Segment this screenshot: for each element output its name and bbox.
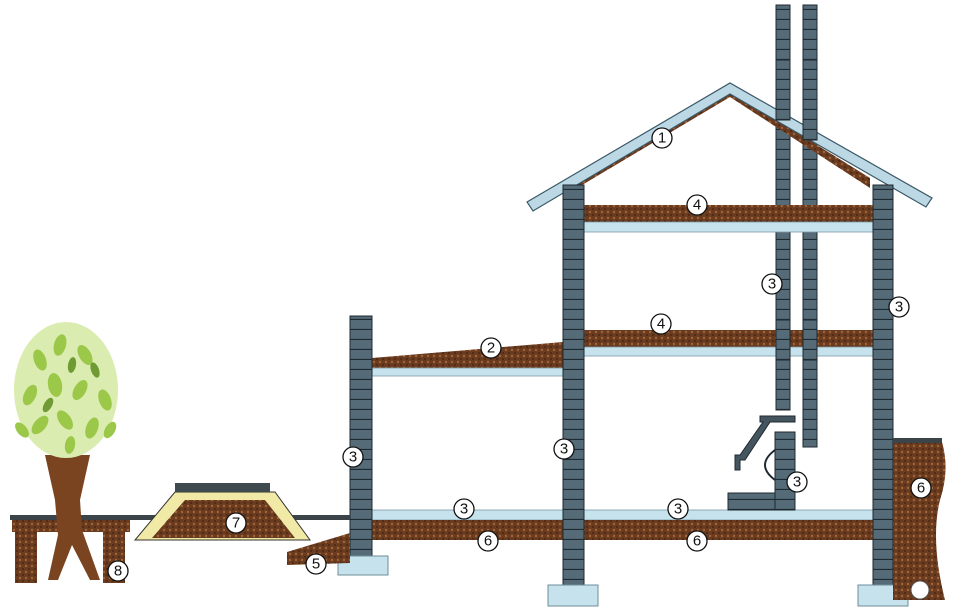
attic-floor-insulation [584,205,873,222]
svg-text:6: 6 [484,533,492,550]
svg-text:3: 3 [460,501,468,518]
label-attic-floor: 4 [686,194,708,216]
label-stairs: 3 [786,471,808,493]
foundation-left [337,555,389,576]
label-second-floor: 4 [650,313,672,335]
svg-text:3: 3 [895,299,903,316]
label-tree-bed: 8 [107,560,129,582]
second-floor-insulation [584,330,873,347]
annex-ceiling [371,367,564,377]
middle-wall [562,184,585,586]
svg-text:3: 3 [793,474,801,491]
label-chimney: 3 [761,273,783,295]
annex-roof-insulation [372,342,563,368]
svg-text:6: 6 [693,533,701,550]
label-annex-wall: 3 [342,446,364,468]
ground-floor [371,509,874,521]
label-path: 7 [225,512,247,534]
foundation-middle [547,584,599,607]
svg-text:4: 4 [693,197,701,214]
svg-text:1: 1 [658,130,666,147]
svg-text:2: 2 [487,340,495,357]
svg-text:3: 3 [349,449,357,466]
svg-text:5: 5 [312,556,320,573]
annex-wall [349,315,373,557]
label-right-wall: 3 [888,296,910,318]
label-annex-roof: 2 [480,337,502,359]
tree [14,322,118,580]
label-right-backfill: 6 [910,477,932,499]
blind-area [287,533,350,565]
label-under-floor-left: 6 [477,530,499,552]
second-floor-ceiling [583,346,874,357]
svg-text:3: 3 [674,501,682,518]
label-roof: 1 [651,127,673,149]
label-blind-area: 5 [305,553,327,575]
svg-text:8: 8 [114,563,122,580]
label-middle-wall: 3 [553,438,575,460]
svg-text:7: 7 [232,515,240,532]
roof [526,82,933,212]
drain-pipe [910,580,930,600]
right-backfill [893,442,946,600]
svg-text:6: 6 [917,480,925,497]
garden-path [133,483,311,541]
attic-ceiling [583,221,874,233]
svg-text:4: 4 [657,316,665,333]
under-floor-fill [372,520,873,540]
label-floor-right: 3 [667,498,689,520]
label-floor-left: 3 [453,498,475,520]
label-under-floor-right: 6 [686,530,708,552]
staircase [727,415,796,511]
right-wall [872,184,894,586]
svg-text:3: 3 [560,441,568,458]
svg-text:3: 3 [768,276,776,293]
